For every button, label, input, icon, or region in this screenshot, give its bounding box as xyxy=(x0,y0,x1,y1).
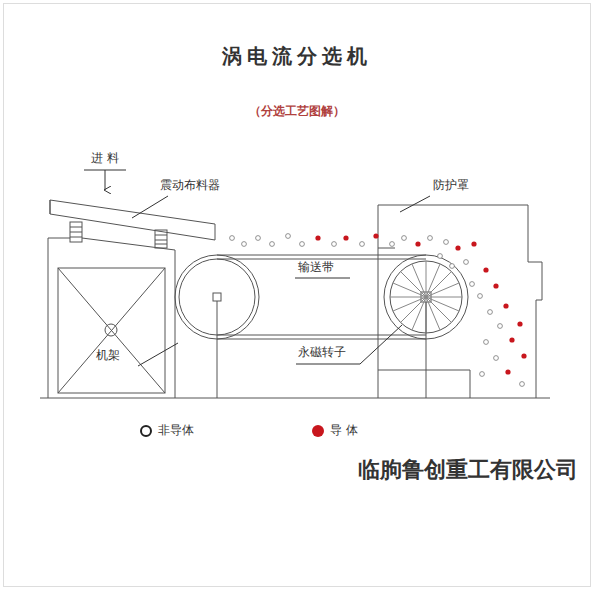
particle-dot xyxy=(270,242,275,247)
particle-dot xyxy=(484,340,489,345)
particle-dot xyxy=(300,242,305,247)
particle-dot xyxy=(493,283,498,288)
particle-dot xyxy=(332,242,337,247)
particle-dot xyxy=(450,264,455,269)
particle-dot xyxy=(488,310,493,315)
particle-dot xyxy=(480,372,485,377)
part-label: 输送带 xyxy=(296,261,336,275)
particle-dot xyxy=(286,234,291,239)
particle-dot xyxy=(478,294,483,299)
particle-dot xyxy=(444,240,449,245)
particle-dot xyxy=(483,267,488,272)
particle-dot xyxy=(438,254,443,259)
particle-dot xyxy=(498,324,503,329)
particle-dot xyxy=(521,353,526,358)
particle-dot xyxy=(415,241,420,246)
legend-text: 导 体 xyxy=(330,424,358,438)
particle-dot xyxy=(471,241,476,246)
particle-dot xyxy=(256,236,261,241)
particle-dot xyxy=(343,235,348,240)
particle-dot xyxy=(494,356,499,361)
legend-swatch xyxy=(140,425,152,437)
particle-dot xyxy=(315,235,320,240)
legend-swatch xyxy=(312,425,324,437)
particle-dot xyxy=(242,242,247,247)
subtitle: （分选工艺图解） xyxy=(249,105,345,119)
particle-dot xyxy=(517,321,522,326)
particle-dot xyxy=(464,260,469,265)
particle-dot xyxy=(428,236,433,241)
particle-dot xyxy=(520,382,525,387)
part-label: 永磁转子 xyxy=(296,346,348,360)
company-name: 临朐鲁创重工有限公司 xyxy=(358,457,578,482)
particle-dot xyxy=(470,282,475,287)
particle-dot xyxy=(503,303,508,308)
part-label: 防护罩 xyxy=(433,179,469,193)
particle-dot xyxy=(402,236,407,241)
particle-dot xyxy=(373,233,378,238)
part-label: 震动布料器 xyxy=(160,179,220,193)
particle-dot xyxy=(360,242,365,247)
part-label: 机架 xyxy=(96,349,120,363)
feed-label: 进 料 xyxy=(91,152,119,166)
particle-dot xyxy=(505,369,510,374)
diagram-title: 涡电流分选机 xyxy=(222,45,372,68)
particle-dot xyxy=(230,236,235,241)
particle-dot xyxy=(455,245,460,250)
particle-dot xyxy=(509,337,514,342)
particle-dot xyxy=(390,242,395,247)
legend-text: 非导体 xyxy=(158,424,194,438)
